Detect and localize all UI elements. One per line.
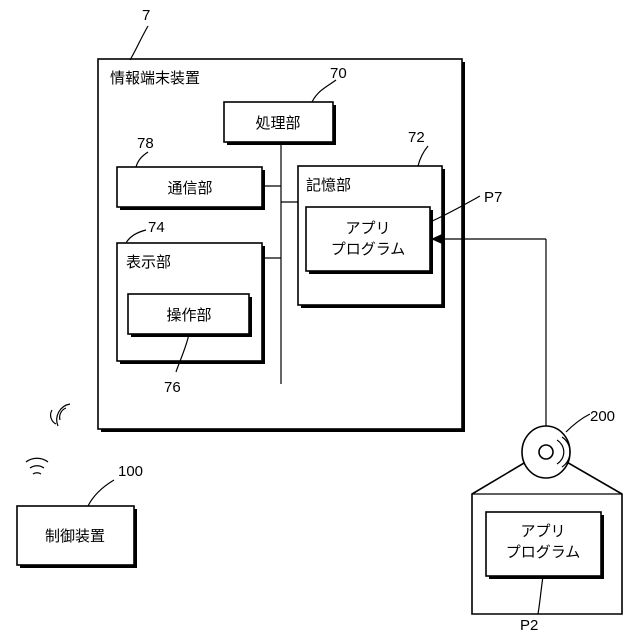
terminal-title: 情報端末装置: [110, 69, 200, 87]
communication-unit-label: 通信部: [167, 179, 212, 197]
app-program-medium: アプリ プログラム P2: [486, 512, 604, 634]
operation-unit-label: 操作部: [166, 306, 211, 324]
processing-unit-label: 処理部: [255, 114, 300, 132]
processing-unit-ref: 70: [330, 65, 347, 82]
app-program-medium-line1: アプリ: [520, 522, 565, 540]
wireless-signal-icon: [51, 404, 70, 426]
app-program-medium-ref: P2: [520, 617, 538, 634]
control-device: 制御装置 100: [17, 463, 143, 568]
control-device-label: 制御装置: [45, 527, 105, 545]
display-unit-ref: 74: [148, 219, 165, 236]
storage-unit-ref: 72: [408, 129, 425, 146]
control-device-ref: 100: [118, 463, 143, 480]
control-device-ref-leader: [88, 480, 114, 506]
app-program-terminal-ref: P7: [484, 189, 502, 206]
terminal-ref: 7: [142, 7, 150, 24]
app-program-terminal-line1: アプリ: [345, 219, 390, 237]
app-program-medium-line2: プログラム: [506, 543, 581, 561]
communication-unit-ref: 78: [137, 135, 154, 152]
disc-ref-leader: [566, 414, 590, 432]
wireless-signal-icon: [26, 458, 48, 474]
terminal-ref-leader: [130, 26, 148, 60]
operation-unit-ref: 76: [164, 379, 181, 396]
storage-unit-label: 記憶部: [306, 176, 351, 194]
disc-ref: 200: [590, 408, 615, 425]
app-program-terminal-line2: プログラム: [331, 240, 406, 258]
display-unit-label: 表示部: [126, 253, 171, 271]
